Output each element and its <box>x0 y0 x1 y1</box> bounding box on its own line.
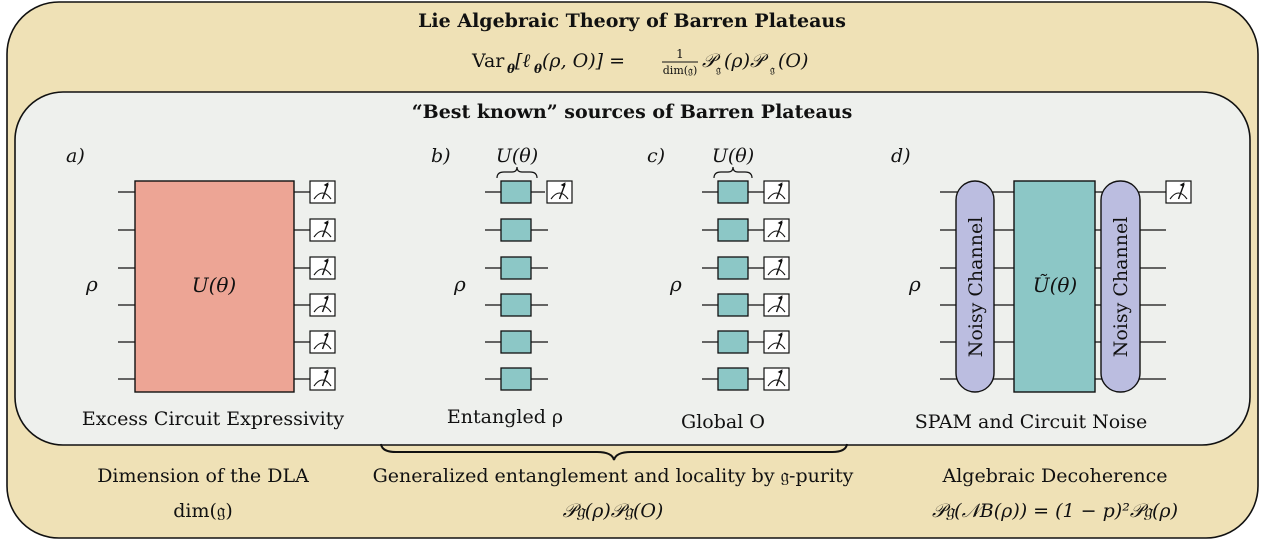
panel-a-unitary-label: U(θ) <box>192 273 237 297</box>
panel-b-brace <box>496 166 538 179</box>
panel-b-wires <box>485 180 548 391</box>
panel-d-meters <box>1165 180 1192 204</box>
panel-c-wires <box>702 180 764 391</box>
panel-b-rho: ρ <box>453 272 466 296</box>
local-gate <box>500 293 532 317</box>
panel-b-label: b) <box>431 145 451 167</box>
panel-a-meters <box>309 180 336 391</box>
measurement-icon <box>1165 180 1192 204</box>
panel-b-meters <box>546 180 573 204</box>
measurement-icon <box>763 218 790 242</box>
panel-d-caption: SPAM and Circuit Noise <box>915 411 1148 433</box>
measurement-icon <box>309 180 336 204</box>
measurement-icon <box>763 256 790 280</box>
panel-a-caption: Excess Circuit Expressivity <box>82 408 344 430</box>
svg-text:𝔤: 𝔤 <box>770 63 775 76</box>
panel-d-label: d) <box>891 145 911 167</box>
local-gate <box>500 256 532 280</box>
panel-d-unitary-block <box>1013 180 1096 393</box>
panel-c-caption: Global O <box>681 411 765 433</box>
panel-d-unitary-label: Ũ(θ) <box>1033 273 1078 297</box>
panel-a-label: a) <box>66 145 85 167</box>
outer-title: Lie Algebraic Theory of Barren Plateaus <box>418 10 846 32</box>
svg-text:𝔤: 𝔤 <box>716 63 721 76</box>
panel-d-noisy-channel-1-label: Noisy Channel <box>965 217 987 358</box>
panel-d-noisy-channel-1 <box>955 180 995 393</box>
svg-text:(ρ, O)] =: (ρ, O)] = <box>542 50 625 72</box>
measurement-icon <box>763 180 790 204</box>
bottom-middle-line2: 𝒫𝔤(ρ)𝒫𝔤(O) <box>563 500 664 522</box>
panel-c-label: c) <box>647 145 665 167</box>
measurement-icon <box>309 218 336 242</box>
measurement-icon <box>309 256 336 280</box>
panel-d-noisy-channel-2-label: Noisy Channel <box>1110 217 1132 358</box>
bottom-right-line1: Algebraic Decoherence <box>941 465 1167 487</box>
panel-a: a) ρ U(θ) Excess Circuit Expressivity <box>66 145 344 430</box>
local-gate <box>717 218 749 242</box>
panel-b-caption: Entangled ρ <box>447 406 563 428</box>
svg-text:1: 1 <box>676 47 684 61</box>
measurement-icon <box>763 330 790 354</box>
local-gate <box>500 218 532 242</box>
measurement-icon <box>309 293 336 317</box>
local-gate <box>500 330 532 354</box>
svg-text:Var: Var <box>471 50 505 72</box>
svg-text:(ρ)𝒫: (ρ)𝒫 <box>724 50 769 72</box>
local-gate <box>500 367 532 391</box>
local-gate <box>717 180 749 204</box>
svg-text:dim(𝔤): dim(𝔤) <box>663 64 697 77</box>
svg-text:θ: θ <box>534 62 542 76</box>
bottom-left-line2: dim(𝔤) <box>173 500 233 522</box>
svg-text:θ: θ <box>507 62 515 76</box>
inner-title: “Best known” sources of Barren Plateaus <box>412 101 853 123</box>
panel-d-noisy-channel-2 <box>1100 180 1141 393</box>
bottom-right-line2: 𝒫𝔤(𝒩B(ρ)) = (1 − p)²𝒫𝔤(ρ) <box>932 500 1178 522</box>
measurement-icon <box>309 330 336 354</box>
bottom-left-line1: Dimension of the DLA <box>97 465 309 487</box>
panel-c-rho: ρ <box>669 272 682 296</box>
svg-text:[ℓ: [ℓ <box>515 50 530 72</box>
bottom-middle-line1: Generalized entanglement and locality by… <box>373 465 854 487</box>
measurement-icon <box>763 293 790 317</box>
panel-c-meters <box>763 180 790 391</box>
measurement-icon <box>546 180 573 204</box>
panel-c-brace-label: U(θ) <box>712 145 754 167</box>
panel-a-unitary-block <box>134 180 295 393</box>
local-gate <box>717 330 749 354</box>
local-gate <box>500 180 532 204</box>
panel-b: b) U(θ) ρ Entangled ρ <box>431 145 573 428</box>
panel-d-rho: ρ <box>908 272 921 296</box>
inner-frame <box>14 91 1251 446</box>
panel-d: d) ρ Noisy Channel Ũ(θ) Noisy Channel SP… <box>891 145 1192 433</box>
panel-c-brace <box>713 166 753 179</box>
panel-b-brace-label: U(θ) <box>496 145 538 167</box>
panel-c: c) U(θ) ρ Global O <box>647 145 790 433</box>
measurement-icon <box>309 367 336 391</box>
svg-text:(O): (O) <box>778 50 808 72</box>
local-gate <box>717 367 749 391</box>
bottom-brace <box>380 443 848 461</box>
measurement-icon <box>763 367 790 391</box>
panel-a-rho: ρ <box>85 272 98 296</box>
local-gate <box>717 293 749 317</box>
local-gate <box>717 256 749 280</box>
